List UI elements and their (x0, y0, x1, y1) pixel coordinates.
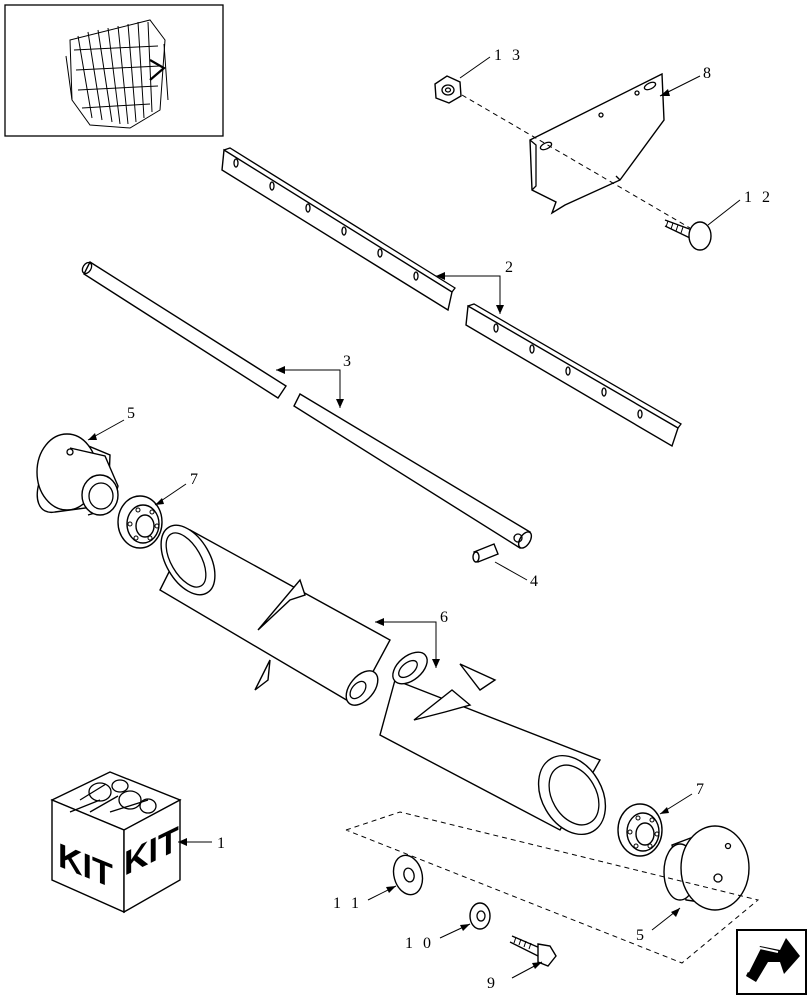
leader-line-13 (459, 56, 491, 79)
callout-8: 8 (703, 65, 714, 82)
leader-arrow-9 (532, 962, 542, 969)
ball-bearing-lower-part[interactable] (617, 803, 663, 857)
washer-small-part[interactable] (469, 902, 491, 930)
assembly-axis-line (461, 94, 691, 229)
callout-10: 1 0 (405, 935, 434, 952)
leader-arrow-2b (496, 305, 504, 314)
leader-arrow-2a (436, 272, 445, 280)
hex-bolt-part[interactable] (509, 935, 557, 967)
leader-line-12 (707, 199, 741, 226)
leader-arrow-7-top (155, 498, 164, 505)
callout-13: 1 3 (494, 47, 523, 64)
callout-7-top: 7 (190, 471, 201, 488)
callout-5-bottom: 5 (636, 927, 647, 944)
leader-arrow-5-top (88, 433, 97, 440)
rod-upper-part[interactable] (80, 260, 287, 399)
flange-bearing-lower-part[interactable] (663, 825, 750, 911)
leader-line-3 (276, 369, 341, 408)
washer-large-part[interactable] (389, 852, 426, 898)
mounting-bracket-part[interactable] (529, 72, 665, 215)
tube-upper-part[interactable] (150, 516, 391, 711)
wear-strip-upper-part[interactable] (221, 147, 456, 312)
callout-12: 1 2 (744, 189, 773, 206)
assembly-thumbnail[interactable] (4, 4, 224, 137)
wear-strip-lower-part[interactable] (465, 303, 682, 448)
callout-3: 3 (343, 353, 354, 370)
leader-arrow-1 (178, 838, 187, 846)
callout-1: 1 (217, 835, 228, 852)
leader-arrow-3b (336, 399, 344, 408)
tube-lower-part[interactable] (379, 646, 619, 846)
callout-7-bottom: 7 (696, 781, 707, 798)
flange-bearing-upper-part[interactable] (36, 433, 119, 516)
leader-arrow-7-bottom (660, 807, 669, 814)
next-page-arrow-icon[interactable] (736, 929, 807, 995)
callout-4: 4 (530, 573, 541, 590)
carriage-bolt-part[interactable] (664, 219, 712, 251)
leader-line-2 (436, 275, 501, 314)
callout-2: 2 (505, 259, 516, 276)
rod-lower-part[interactable] (293, 393, 534, 550)
ball-bearing-upper-part[interactable] (117, 495, 163, 549)
pin-part[interactable] (472, 543, 499, 563)
callout-11: 1 1 (333, 895, 362, 912)
leader-arrow-5-bottom (671, 908, 680, 917)
leader-arrow-6b (432, 659, 440, 668)
callout-5-top: 5 (127, 405, 138, 422)
kit-box-part[interactable]: KIT KIT (50, 771, 182, 914)
leader-arrow-3a (276, 366, 285, 374)
hex-nut-part[interactable] (434, 75, 462, 104)
leader-line-4 (494, 561, 528, 581)
hardware-group-outline (345, 811, 760, 964)
callout-9: 9 (487, 975, 498, 992)
leader-arrow-11 (386, 886, 396, 893)
leader-arrow-6a (375, 618, 384, 626)
leader-line-6 (375, 621, 437, 668)
leader-arrow-10 (460, 924, 470, 931)
callout-6: 6 (440, 609, 451, 626)
leader-arrow-8 (660, 89, 670, 96)
